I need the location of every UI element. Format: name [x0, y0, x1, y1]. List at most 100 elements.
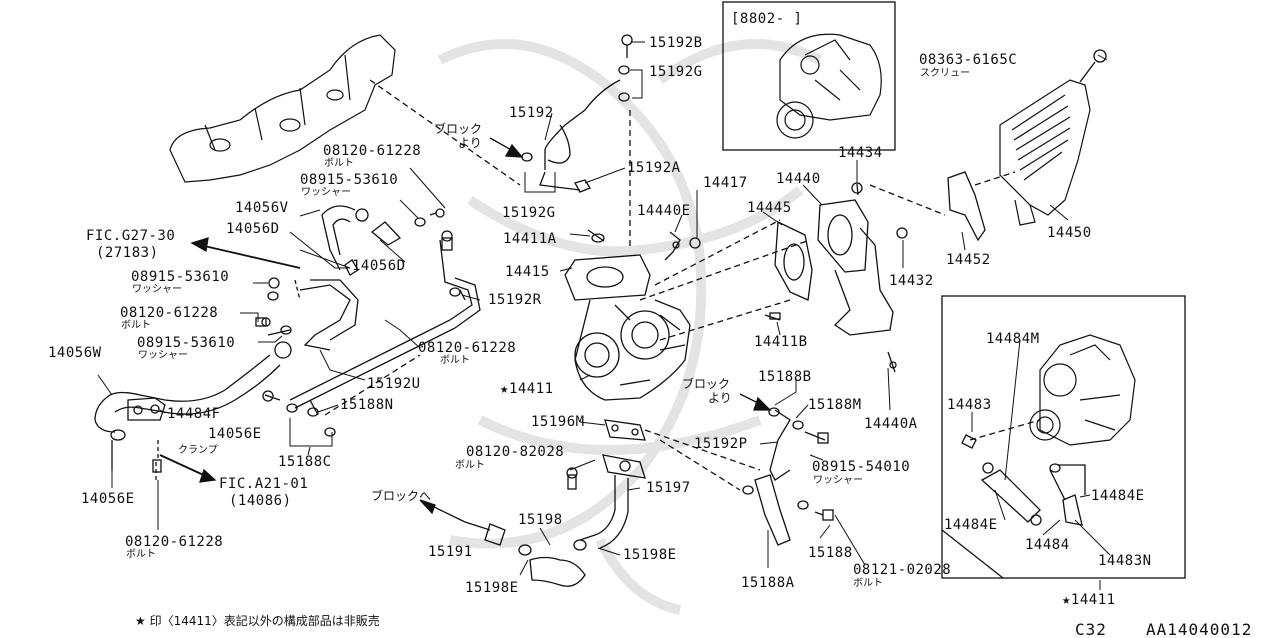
part-label-14056D-b[interactable]: 14056D — [352, 258, 406, 274]
gasket-14440 — [817, 199, 869, 273]
part-label-14056W[interactable]: 14056W — [48, 345, 102, 361]
heat-shield-14450 — [999, 79, 1091, 226]
turbo-inset-top — [776, 33, 882, 139]
part-label-14056E-b[interactable]: 14056E — [81, 491, 135, 507]
part-label-15192U[interactable]: 15192U — [367, 376, 421, 392]
part-label-14483N[interactable]: 14483N — [1098, 553, 1152, 569]
part-label-14440[interactable]: 14440 — [776, 171, 821, 187]
fig-ref-g27[interactable]: FIC.G27-30 — [86, 228, 176, 244]
part-label-08121-02028[interactable]: 08121-02028 — [853, 562, 952, 578]
note-from-block-a: ブロック — [434, 122, 483, 136]
part-label-08363-6165C[interactable]: 08363-6165C — [919, 52, 1018, 68]
water-hose-14056W — [94, 341, 292, 433]
part-label-14434[interactable]: 14434 — [838, 145, 883, 161]
part-label-14056E-a[interactable]: 14056E — [208, 426, 262, 442]
arrow-to-fig-g27 — [199, 244, 301, 269]
sublabel-clamp: クランプ — [178, 445, 218, 456]
part-label-14484F[interactable]: 14484F — [167, 406, 221, 422]
part-label-15192G[interactable]: 15192G — [502, 205, 556, 221]
part-label-14411B[interactable]: 14411B — [754, 334, 808, 350]
part-label-15192R[interactable]: 15192R — [488, 292, 542, 308]
part-label-08915-54010[interactable]: 08915-54010 — [812, 459, 911, 475]
part-label-15188A[interactable]: 15188A — [741, 575, 795, 591]
part-label-15198E-a[interactable]: 15198E — [465, 580, 519, 596]
sublabel-bolt-c: ボルト — [440, 355, 470, 366]
note-to-block: ブロックへ — [371, 489, 432, 503]
hose-clamp-14056E — [110, 429, 126, 441]
bracket-15188A — [754, 474, 791, 546]
part-label-08915-53610-c[interactable]: 08915-53610 — [137, 335, 236, 351]
part-label-14411[interactable]: ★14411 — [500, 381, 554, 397]
part-label-08120-61228-b[interactable]: 08120-61228 — [120, 305, 219, 321]
water-hose-14056V — [321, 205, 369, 271]
part-label-08120-82028[interactable]: 08120-82028 — [466, 444, 565, 460]
part-label-15198[interactable]: 15198 — [518, 512, 563, 528]
sublabel-screw: スクリュー — [920, 68, 970, 79]
part-label-15188C[interactable]: 15188C — [278, 454, 332, 470]
turbocharger-14411 — [564, 254, 691, 401]
part-label-14440A[interactable]: 14440A — [864, 416, 918, 432]
fig-ref-a21[interactable]: FIC.A21-01 — [219, 476, 309, 492]
part-label-08120-61228-a[interactable]: 08120-61228 — [323, 143, 422, 159]
part-label-14445[interactable]: 14445 — [747, 200, 792, 216]
actuator-14484E — [980, 469, 1041, 523]
oil-return-pipe-15197 — [579, 475, 629, 549]
part-label-14484[interactable]: 14484 — [1025, 537, 1070, 553]
exhaust-manifold — [169, 34, 396, 183]
part-label-14417[interactable]: 14417 — [703, 175, 748, 191]
turbo-inset-right — [1029, 334, 1136, 446]
part-label-14484E-b[interactable]: 14484E — [1091, 488, 1145, 504]
part-label-14452[interactable]: 14452 — [946, 252, 991, 268]
watermark-emblem — [437, 39, 823, 615]
part-label-15192A[interactable]: 15192A — [627, 160, 681, 176]
part-label-14432[interactable]: 14432 — [889, 273, 934, 289]
note-from-block-b2: より — [708, 391, 732, 405]
exhaust-outlet — [833, 227, 894, 336]
part-label-14415[interactable]: 14415 — [505, 264, 550, 280]
part-label-14450[interactable]: 14450 — [1047, 225, 1092, 241]
water-pipe-15192U — [299, 279, 359, 351]
part-label-14484E-a[interactable]: 14484E — [944, 517, 998, 533]
part-label-15198E-b[interactable]: 15198E — [623, 547, 677, 563]
part-label-08915-53610-b[interactable]: 08915-53610 — [131, 269, 230, 285]
part-label-15188M[interactable]: 15188M — [808, 397, 862, 413]
part-label-14484M[interactable]: 14484M — [986, 331, 1040, 347]
part-label-14411A[interactable]: 14411A — [503, 231, 557, 247]
sublabel-washer-c: ワッシャー — [138, 350, 188, 361]
part-label-15196M[interactable]: 15196M — [531, 414, 585, 430]
part-label-14056D-a[interactable]: 14056D — [226, 221, 280, 237]
sublabel-bolt-f: ボルト — [853, 578, 883, 589]
bracket-14452 — [947, 171, 986, 242]
leader-lines — [97, 41, 1111, 590]
oil-return-hose-15198 — [529, 556, 586, 587]
inset-kit-label-14411[interactable]: ★14411 — [1062, 592, 1116, 608]
part-label-15192G-top[interactable]: 15192G — [649, 64, 703, 80]
part-label-14483[interactable]: 14483 — [947, 397, 992, 413]
part-label-14440E[interactable]: 14440E — [637, 203, 691, 219]
inset-box-top — [722, 1, 896, 151]
part-label-08915-53610-a[interactable]: 08915-53610 — [300, 172, 399, 188]
part-label-15191[interactable]: 15191 — [428, 544, 473, 560]
gasket-14445 — [774, 220, 813, 301]
part-label-15197[interactable]: 15197 — [646, 480, 691, 496]
sublabel-washer-b: ワッシャー — [132, 284, 182, 295]
coolant-pipe — [289, 239, 473, 401]
sublabel-bolt-a: ボルト — [324, 158, 354, 169]
note-from-block-a2: より — [458, 136, 482, 150]
part-label-14056V[interactable]: 14056V — [235, 200, 289, 216]
part-label-08120-61228-c[interactable]: 08120-61228 — [418, 340, 517, 356]
arrow-to-fig-a21 — [159, 454, 211, 479]
part-label-15192P[interactable]: 15192P — [694, 436, 748, 452]
sublabel-washer-d: ワッシャー — [813, 475, 863, 486]
part-label-15188[interactable]: 15188 — [808, 545, 853, 561]
diagram-code: AA14040012 — [1146, 620, 1253, 638]
part-label-08120-61228-d[interactable]: 08120-61228 — [125, 534, 224, 550]
sublabel-bolt-e: ボルト — [455, 460, 485, 471]
sublabel-bolt-b: ボルト — [121, 320, 151, 331]
oil-return-gasket-15196M — [604, 419, 646, 441]
part-label-15192B[interactable]: 15192B — [649, 35, 703, 51]
part-label-15188B[interactable]: 15188B — [758, 369, 812, 385]
part-label-15192[interactable]: 15192 — [509, 105, 554, 121]
part-label-15188N[interactable]: 15188N — [340, 397, 394, 413]
